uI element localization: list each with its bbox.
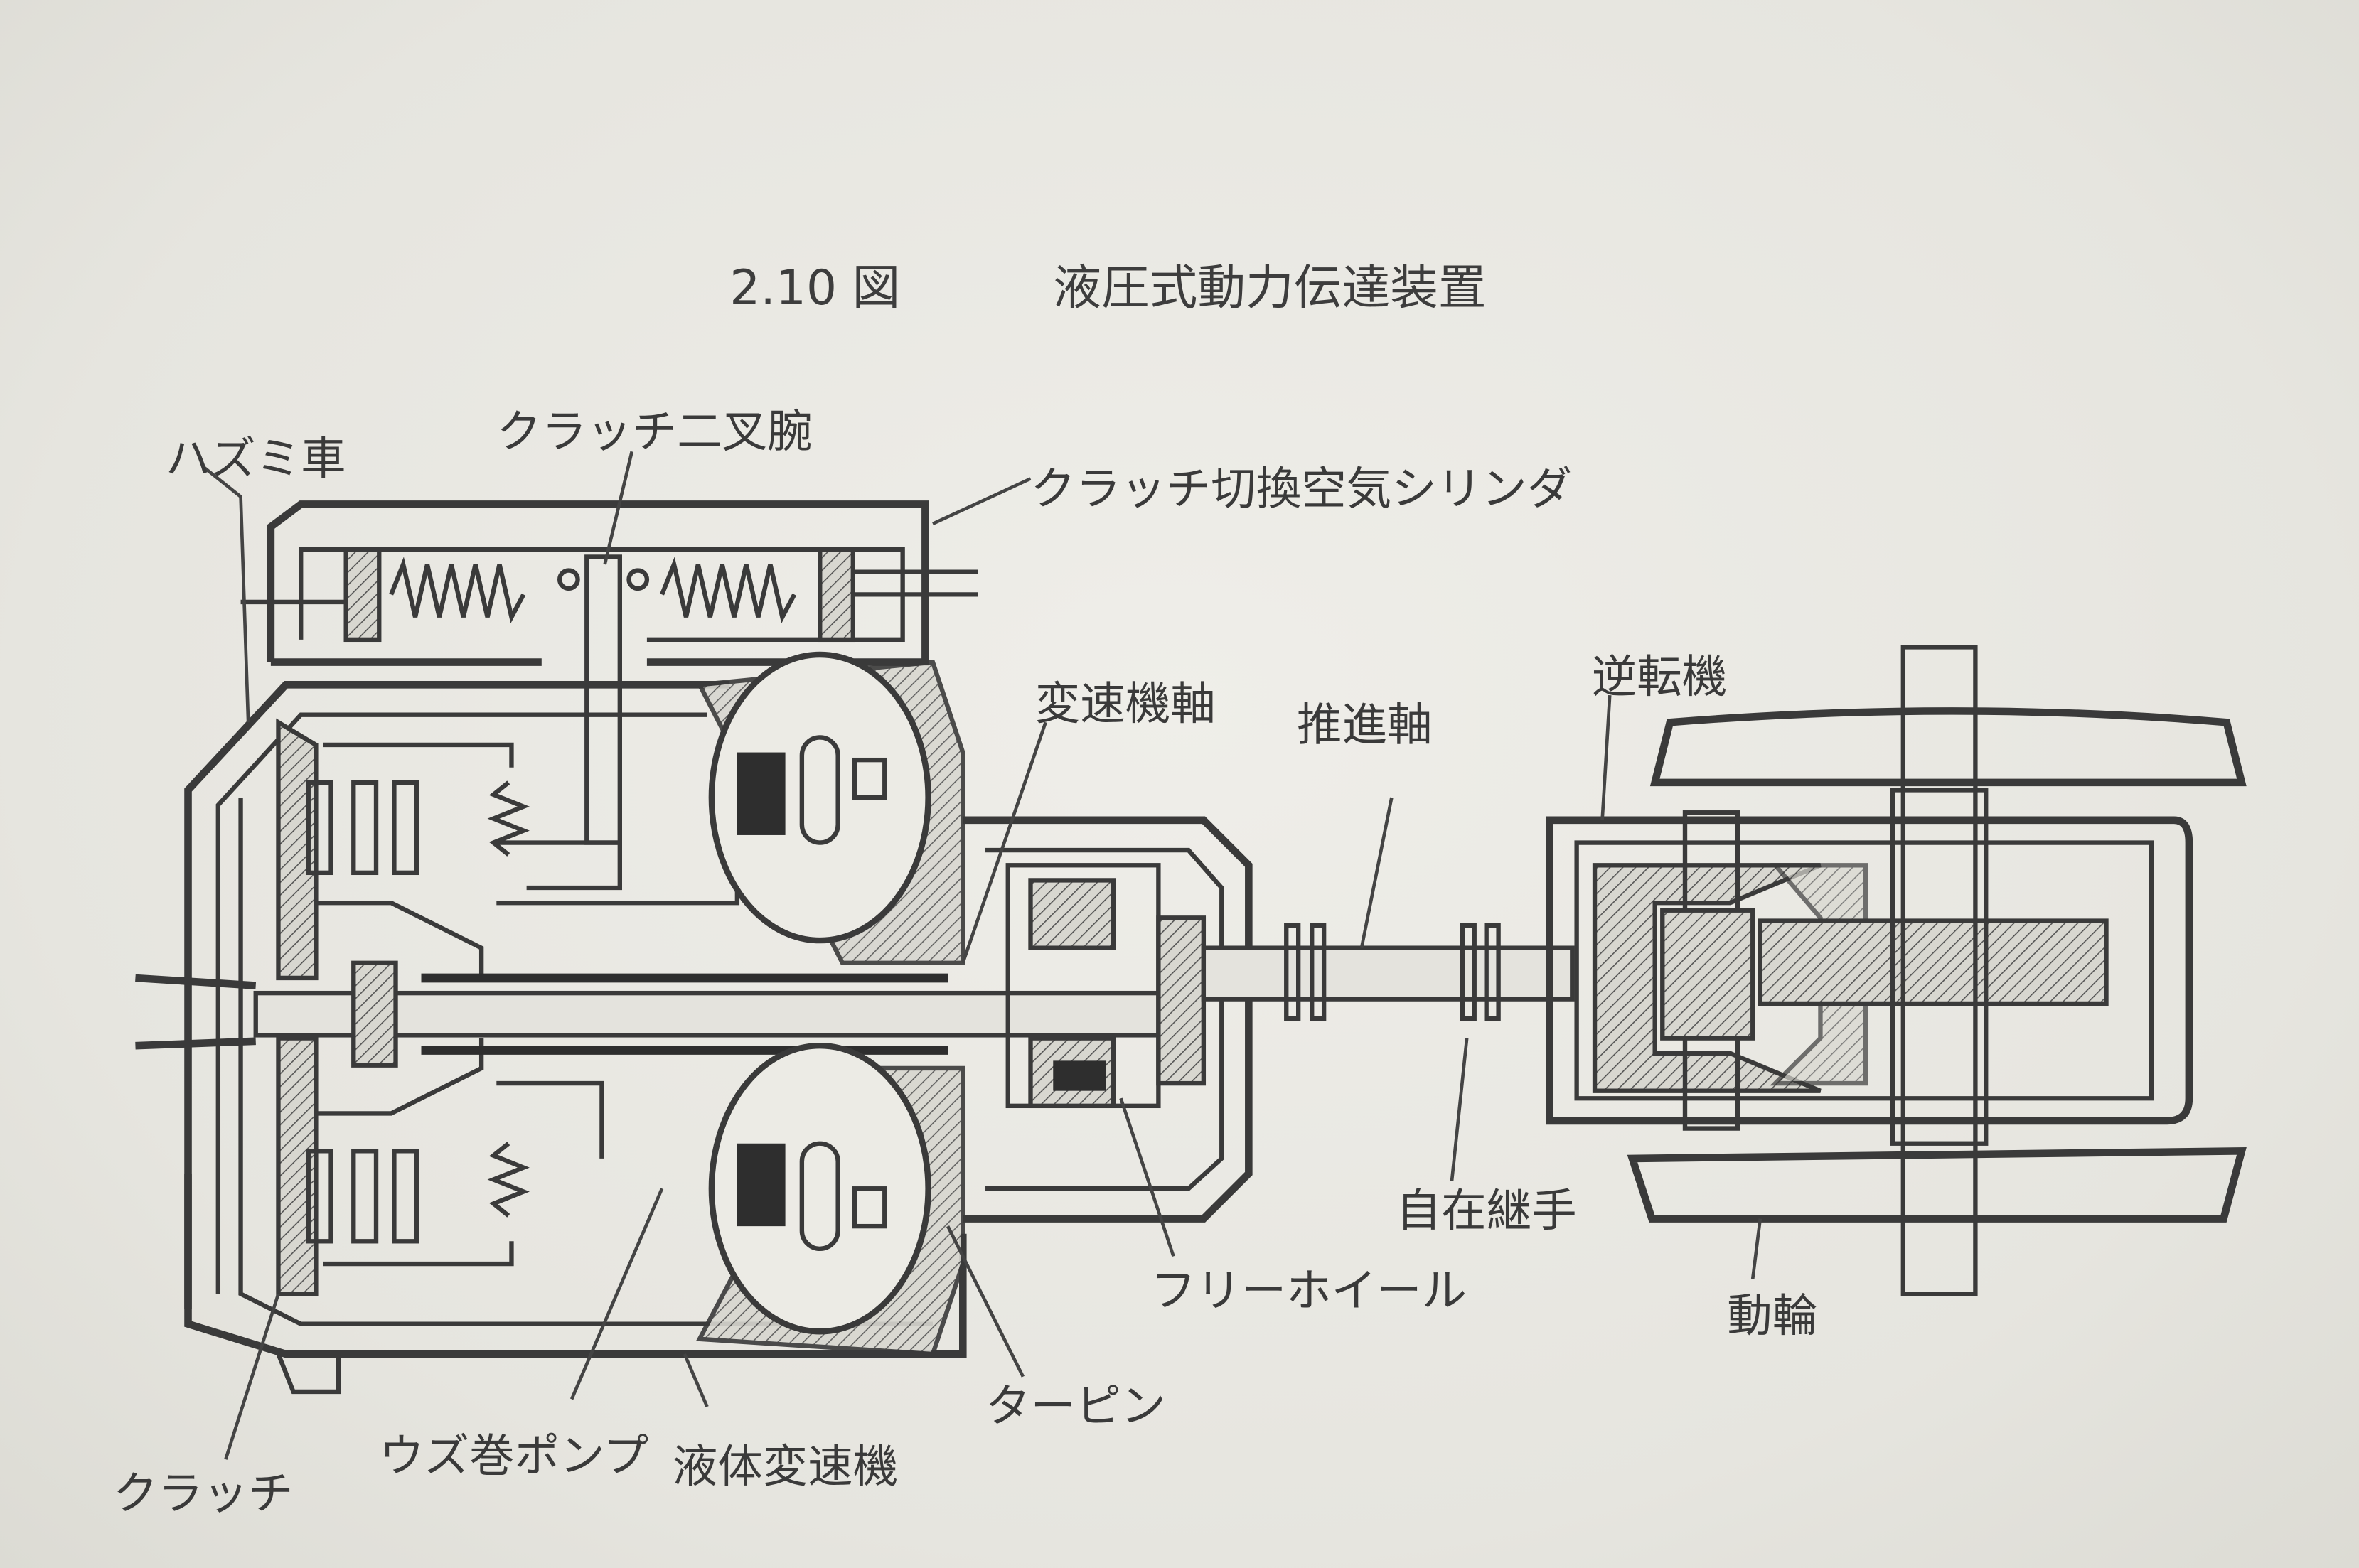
reverser [1546,810,2193,1131]
label-turbine: ターピン [985,1380,1166,1432]
torque-converter [695,651,965,1357]
label-freewheel: フリーホイール [1151,1264,1467,1316]
label-universal-joint: 自在継手 [1396,1184,1577,1237]
label-flywheel: ハズミ車 [166,432,346,485]
leader-lines [202,451,1762,1460]
driving-wheel [1627,645,2247,1296]
label-clutch: クラッチ [113,1467,294,1520]
label-clutch-air-cylinder: クラッチ切換空気シリンダ [1031,462,1573,515]
propeller-shaft [1201,923,1575,1021]
label-propeller-shaft: 推進軸 [1297,699,1432,751]
clutch-fork [496,554,650,891]
label-driving-wheel: 動輪 [1727,1289,1817,1342]
flywheel-housing [184,681,967,1395]
label-fluid-transmission: 液体変速機 [673,1440,898,1493]
figure-number: 2.10 図 [729,259,900,316]
label-clutch-fork: クラッチ二叉腕 [496,405,812,458]
label-centrifugal-pump: ウズ巻ポンプ [379,1429,648,1482]
figure-title: 液圧式動力伝達装置 [1053,259,1486,316]
label-transmission-shaft: 変速機軸 [1035,677,1216,730]
label-reverser: 逆転機 [1592,650,1727,703]
clutch-air-cylinder [240,500,978,666]
